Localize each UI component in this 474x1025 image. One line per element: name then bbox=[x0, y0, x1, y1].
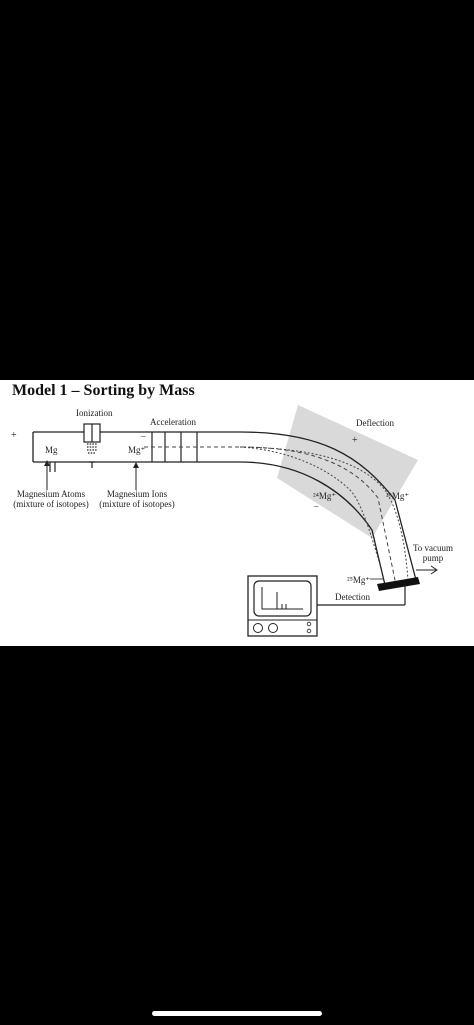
magnesium-atoms-subtitle: (mixture of isotopes) bbox=[13, 499, 89, 509]
monitor-knob bbox=[268, 623, 278, 633]
mg-ion-label: Mg⁺ bbox=[128, 445, 146, 455]
spectrum-axes bbox=[261, 587, 303, 610]
magnesium-atoms-label: Magnesium Atoms (mixture of isotopes) bbox=[6, 489, 96, 509]
detector-plate bbox=[377, 577, 420, 591]
ion-beam bbox=[144, 446, 397, 586]
model-panel: Model 1 – Sorting by Mass bbox=[0, 380, 474, 646]
atom-arrowhead bbox=[44, 460, 50, 466]
vacuum-pump-label: To vacuum pump bbox=[408, 543, 458, 563]
mass-spectrometer-diagram bbox=[32, 405, 438, 637]
magnesium-ions-label: Magnesium Ions (mixture of isotopes) bbox=[95, 489, 179, 509]
ion-path-26mg bbox=[239, 446, 409, 581]
tube-upper-wall bbox=[33, 431, 417, 581]
detection-label: Detection bbox=[335, 592, 370, 602]
monitor-knob bbox=[253, 623, 263, 633]
plus-terminal-left: + bbox=[11, 430, 17, 441]
ionization-label: Ionization bbox=[76, 408, 113, 418]
deflection-zone bbox=[277, 405, 418, 538]
plus-terminal-deflection: + bbox=[352, 435, 358, 446]
vacuum-line1: To vacuum bbox=[412, 543, 454, 553]
minus-terminal-deflection: – bbox=[314, 501, 319, 511]
mg25-label: ²⁵Mg⁺ bbox=[347, 575, 371, 585]
monitor-button bbox=[306, 621, 312, 627]
home-indicator[interactable] bbox=[152, 1011, 322, 1016]
mg-atom-label: Mg bbox=[45, 445, 58, 455]
monitor-button bbox=[306, 628, 312, 634]
acceleration-label: Acceleration bbox=[150, 417, 196, 427]
vacuum-arrowhead bbox=[430, 565, 438, 575]
magnesium-atoms-title: Magnesium Atoms bbox=[16, 489, 86, 499]
deflection-label: Deflection bbox=[356, 418, 394, 428]
ion-arrowhead bbox=[133, 462, 139, 468]
magnesium-ions-title: Magnesium Ions bbox=[106, 489, 168, 499]
magnesium-ions-subtitle: (mixture of isotopes) bbox=[99, 499, 175, 509]
electron-spray bbox=[87, 443, 97, 454]
page-title: Model 1 – Sorting by Mass bbox=[12, 382, 195, 399]
mg24-label: ²⁴Mg⁺ bbox=[313, 491, 337, 501]
ion-path-24mg bbox=[239, 446, 381, 566]
mg26-label: ²⁶Mg⁺ bbox=[386, 491, 410, 501]
minus-terminal-acceleration: – bbox=[141, 431, 146, 441]
monitor-screen bbox=[253, 580, 312, 617]
vacuum-line2: pump bbox=[422, 553, 444, 563]
